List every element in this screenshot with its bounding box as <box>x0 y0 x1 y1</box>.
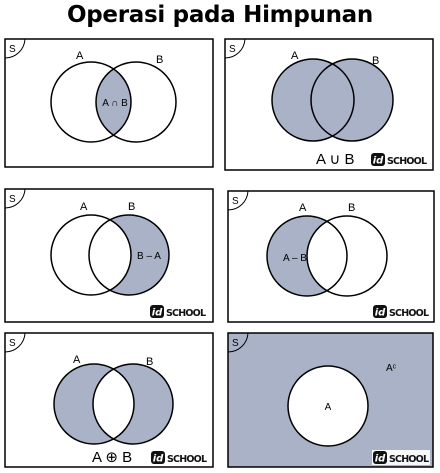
universe-corner-arc <box>224 38 246 59</box>
logo-badge <box>151 451 165 464</box>
universe-label: S <box>9 194 16 205</box>
set-a-circle <box>271 58 355 142</box>
logo-id-text: id <box>152 308 163 319</box>
shaded-region-b <box>311 59 393 141</box>
universe-label: S <box>9 338 16 349</box>
page-title: Operasi pada Himpunan <box>67 2 373 28</box>
set-b-circle <box>95 61 177 143</box>
universe-corner-arc <box>227 190 249 211</box>
operation-label: A ∩ B <box>102 98 128 109</box>
logo-school-text: SCHOOL <box>387 156 427 167</box>
set-a-label: A <box>73 354 81 366</box>
logo-id-text: id <box>153 454 164 465</box>
set-b-circle <box>306 215 388 297</box>
shaded-region-intersection <box>96 62 131 142</box>
set-b-label: B <box>128 201 135 213</box>
universe-label: S <box>232 196 239 207</box>
set-a-circle <box>53 363 135 445</box>
universe-corner-arc <box>4 188 26 209</box>
logo-school-text: SCHOOL <box>389 308 429 319</box>
logo-badge <box>371 153 385 166</box>
set-a-circle <box>266 215 348 297</box>
operation-label: B – A <box>137 251 161 262</box>
venn-panel-intersection: S A B A ∩ B <box>4 38 214 168</box>
operation-label: A ⊕ B <box>92 449 132 466</box>
set-a-circle <box>50 61 132 143</box>
set-a-label: A <box>76 50 84 62</box>
logo-badge <box>373 451 387 464</box>
universe-corner-arc <box>4 332 26 353</box>
complement-label: Aᶜ <box>386 363 397 374</box>
universe-corner-arc <box>227 332 249 353</box>
universe-corner-arc <box>4 38 26 59</box>
set-b-circle <box>88 214 170 296</box>
set-b-label: B <box>372 55 379 67</box>
logo-id-text: id <box>375 308 386 319</box>
universe-label: S <box>232 338 239 349</box>
logo-school-text: SCHOOL <box>167 454 207 465</box>
logo-id-text: id <box>373 156 384 167</box>
set-b-circle <box>310 58 394 142</box>
operation-label: A ∪ B <box>316 151 355 168</box>
unshaded-intersection <box>93 364 134 444</box>
set-a-label: A <box>80 201 88 213</box>
universe-label: S <box>229 44 236 55</box>
logo-school-text: SCHOOL <box>166 308 206 319</box>
logo-school-text: SCHOOL <box>389 454 429 465</box>
logo-badge <box>150 305 164 318</box>
set-b-label: B <box>156 54 163 66</box>
set-a-label: A <box>325 402 332 413</box>
set-b-label: B <box>348 202 355 214</box>
set-a-circle <box>50 214 132 296</box>
set-a-circle <box>287 365 369 447</box>
set-a-label: A <box>299 202 307 214</box>
logo-id-text: id <box>375 454 386 465</box>
set-a-label: A <box>291 50 299 62</box>
shaded-region-b-minus-a <box>89 215 169 295</box>
operation-label: A – B <box>283 253 307 264</box>
logo-badge <box>373 305 387 318</box>
universe-label: S <box>9 44 16 55</box>
set-b-circle <box>92 363 174 445</box>
set-b-label: B <box>146 356 153 368</box>
